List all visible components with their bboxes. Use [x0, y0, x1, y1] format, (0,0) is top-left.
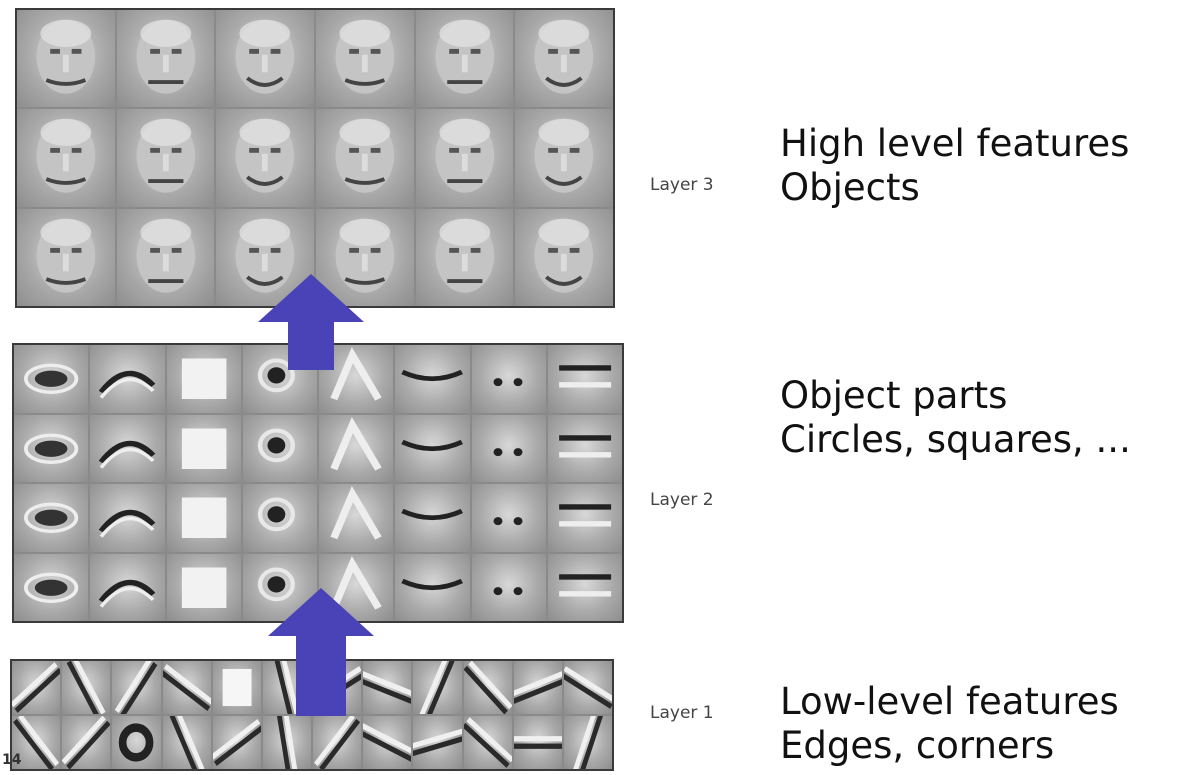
- layer2-filter-cell: [14, 414, 89, 482]
- layer1-filter-cell: [313, 716, 362, 769]
- slide-number: 14: [2, 752, 22, 768]
- layer3-filter-cell: [116, 208, 215, 306]
- layer1-filter-cell: [463, 716, 512, 769]
- layer1-title: Low-level features: [780, 680, 1119, 723]
- layer3-title: High level features: [780, 122, 1130, 165]
- layer2-filter-cell: [90, 484, 165, 552]
- layer2-filter-grid: [12, 343, 624, 623]
- layer2-filter-cell: [319, 414, 394, 482]
- layer2-filter-cell: [471, 484, 546, 552]
- layer2-filter-cell: [395, 345, 470, 413]
- layer2-filter-cell: [547, 414, 622, 482]
- layer1-filter-cell: [363, 661, 412, 714]
- layer2-filter-cell: [90, 553, 165, 621]
- layer2-filter-cell: [395, 414, 470, 482]
- layer2-filter-cell: [14, 484, 89, 552]
- layer3-filter-cell: [515, 109, 613, 207]
- layer3-filter-cell: [415, 10, 514, 108]
- layer2-filter-cell: [242, 484, 317, 552]
- layer1-filter-cell: [463, 661, 512, 714]
- layer3-filter-cell: [17, 109, 115, 207]
- layer2-filter-cell: [166, 484, 241, 552]
- layer3-filter-cell: [515, 10, 613, 108]
- layer2-subtitle: Circles, squares, ...: [780, 418, 1131, 461]
- layer1-filter-cell: [413, 661, 462, 714]
- layer3-filter-cell: [216, 109, 314, 207]
- layer3-filter-cell: [216, 10, 314, 108]
- layer2-filter-cell: [471, 553, 546, 621]
- layer1-filter-cell: [513, 716, 562, 769]
- layer2-filter-cell: [319, 484, 394, 552]
- layer2-filter-cell: [166, 345, 241, 413]
- arrow-shape: [258, 274, 364, 370]
- layer1-subtitle: Edges, corners: [780, 724, 1055, 767]
- layer1-filter-cell: [212, 661, 261, 714]
- layer2-filter-cell: [319, 345, 394, 413]
- layer2-filter-cell: [471, 345, 546, 413]
- layer3-filter-cell: [515, 208, 613, 306]
- layer3-filter-cell: [116, 10, 215, 108]
- layer3-filter-cell: [415, 208, 514, 306]
- layer1-filter-cell: [162, 716, 211, 769]
- layer2-filter-cell: [14, 345, 89, 413]
- layer2-filter-cell: [14, 553, 89, 621]
- layer2-filter-cell: [395, 484, 470, 552]
- layer1-filter-cell: [262, 716, 311, 769]
- layer1-filter-cell: [62, 716, 111, 769]
- layer3-filter-cell: [315, 109, 414, 207]
- up-arrow-icon: [268, 588, 374, 716]
- layer2-filter-cell: [166, 553, 241, 621]
- layer1-filter-cell: [413, 716, 462, 769]
- layer2-label: Layer 2: [650, 490, 714, 510]
- layer1-description: Low-level features Edges, corners: [780, 680, 1119, 768]
- layer2-filter-cell: [547, 345, 622, 413]
- layer2-filter-cell: [547, 484, 622, 552]
- layer3-description: High level features Objects: [780, 122, 1129, 210]
- layer1-filter-cell: [563, 716, 612, 769]
- layer2-filter-cell: [166, 414, 241, 482]
- layer3-filter-cell: [415, 109, 514, 207]
- layer2-filter-cell: [242, 414, 317, 482]
- layer1-filter-cell: [212, 716, 261, 769]
- layer3-subtitle: Objects: [780, 166, 920, 209]
- layer2-filter-cell: [471, 414, 546, 482]
- layer3-label: Layer 3: [650, 175, 714, 195]
- layer2-description: Object parts Circles, squares, ...: [780, 374, 1131, 462]
- layer3-filter-cell: [116, 109, 215, 207]
- layer3-filter-grid: [15, 8, 615, 308]
- layer1-filter-cell: [12, 716, 61, 769]
- layer2-filter-cell: [90, 414, 165, 482]
- layer2-filter-cell: [547, 553, 622, 621]
- layer1-filter-cell: [363, 716, 412, 769]
- layer1-label: Layer 1: [650, 703, 714, 723]
- layer1-filter-cell: [162, 661, 211, 714]
- layer1-filter-cell: [513, 661, 562, 714]
- layer1-filter-cell: [112, 661, 161, 714]
- layer3-filter-cell: [315, 10, 414, 108]
- layer1-filter-cell: [112, 716, 161, 769]
- layer1-filter-cell: [12, 661, 61, 714]
- layer1-filter-cell: [563, 661, 612, 714]
- layer2-title: Object parts: [780, 374, 1008, 417]
- arrow-shape: [268, 588, 374, 716]
- layer2-filter-cell: [90, 345, 165, 413]
- layer2-filter-cell: [395, 553, 470, 621]
- layer1-filter-cell: [62, 661, 111, 714]
- up-arrow-icon: [258, 274, 364, 370]
- layer3-filter-cell: [17, 208, 115, 306]
- layer3-filter-cell: [17, 10, 115, 108]
- layer3-filter-cell: [315, 208, 414, 306]
